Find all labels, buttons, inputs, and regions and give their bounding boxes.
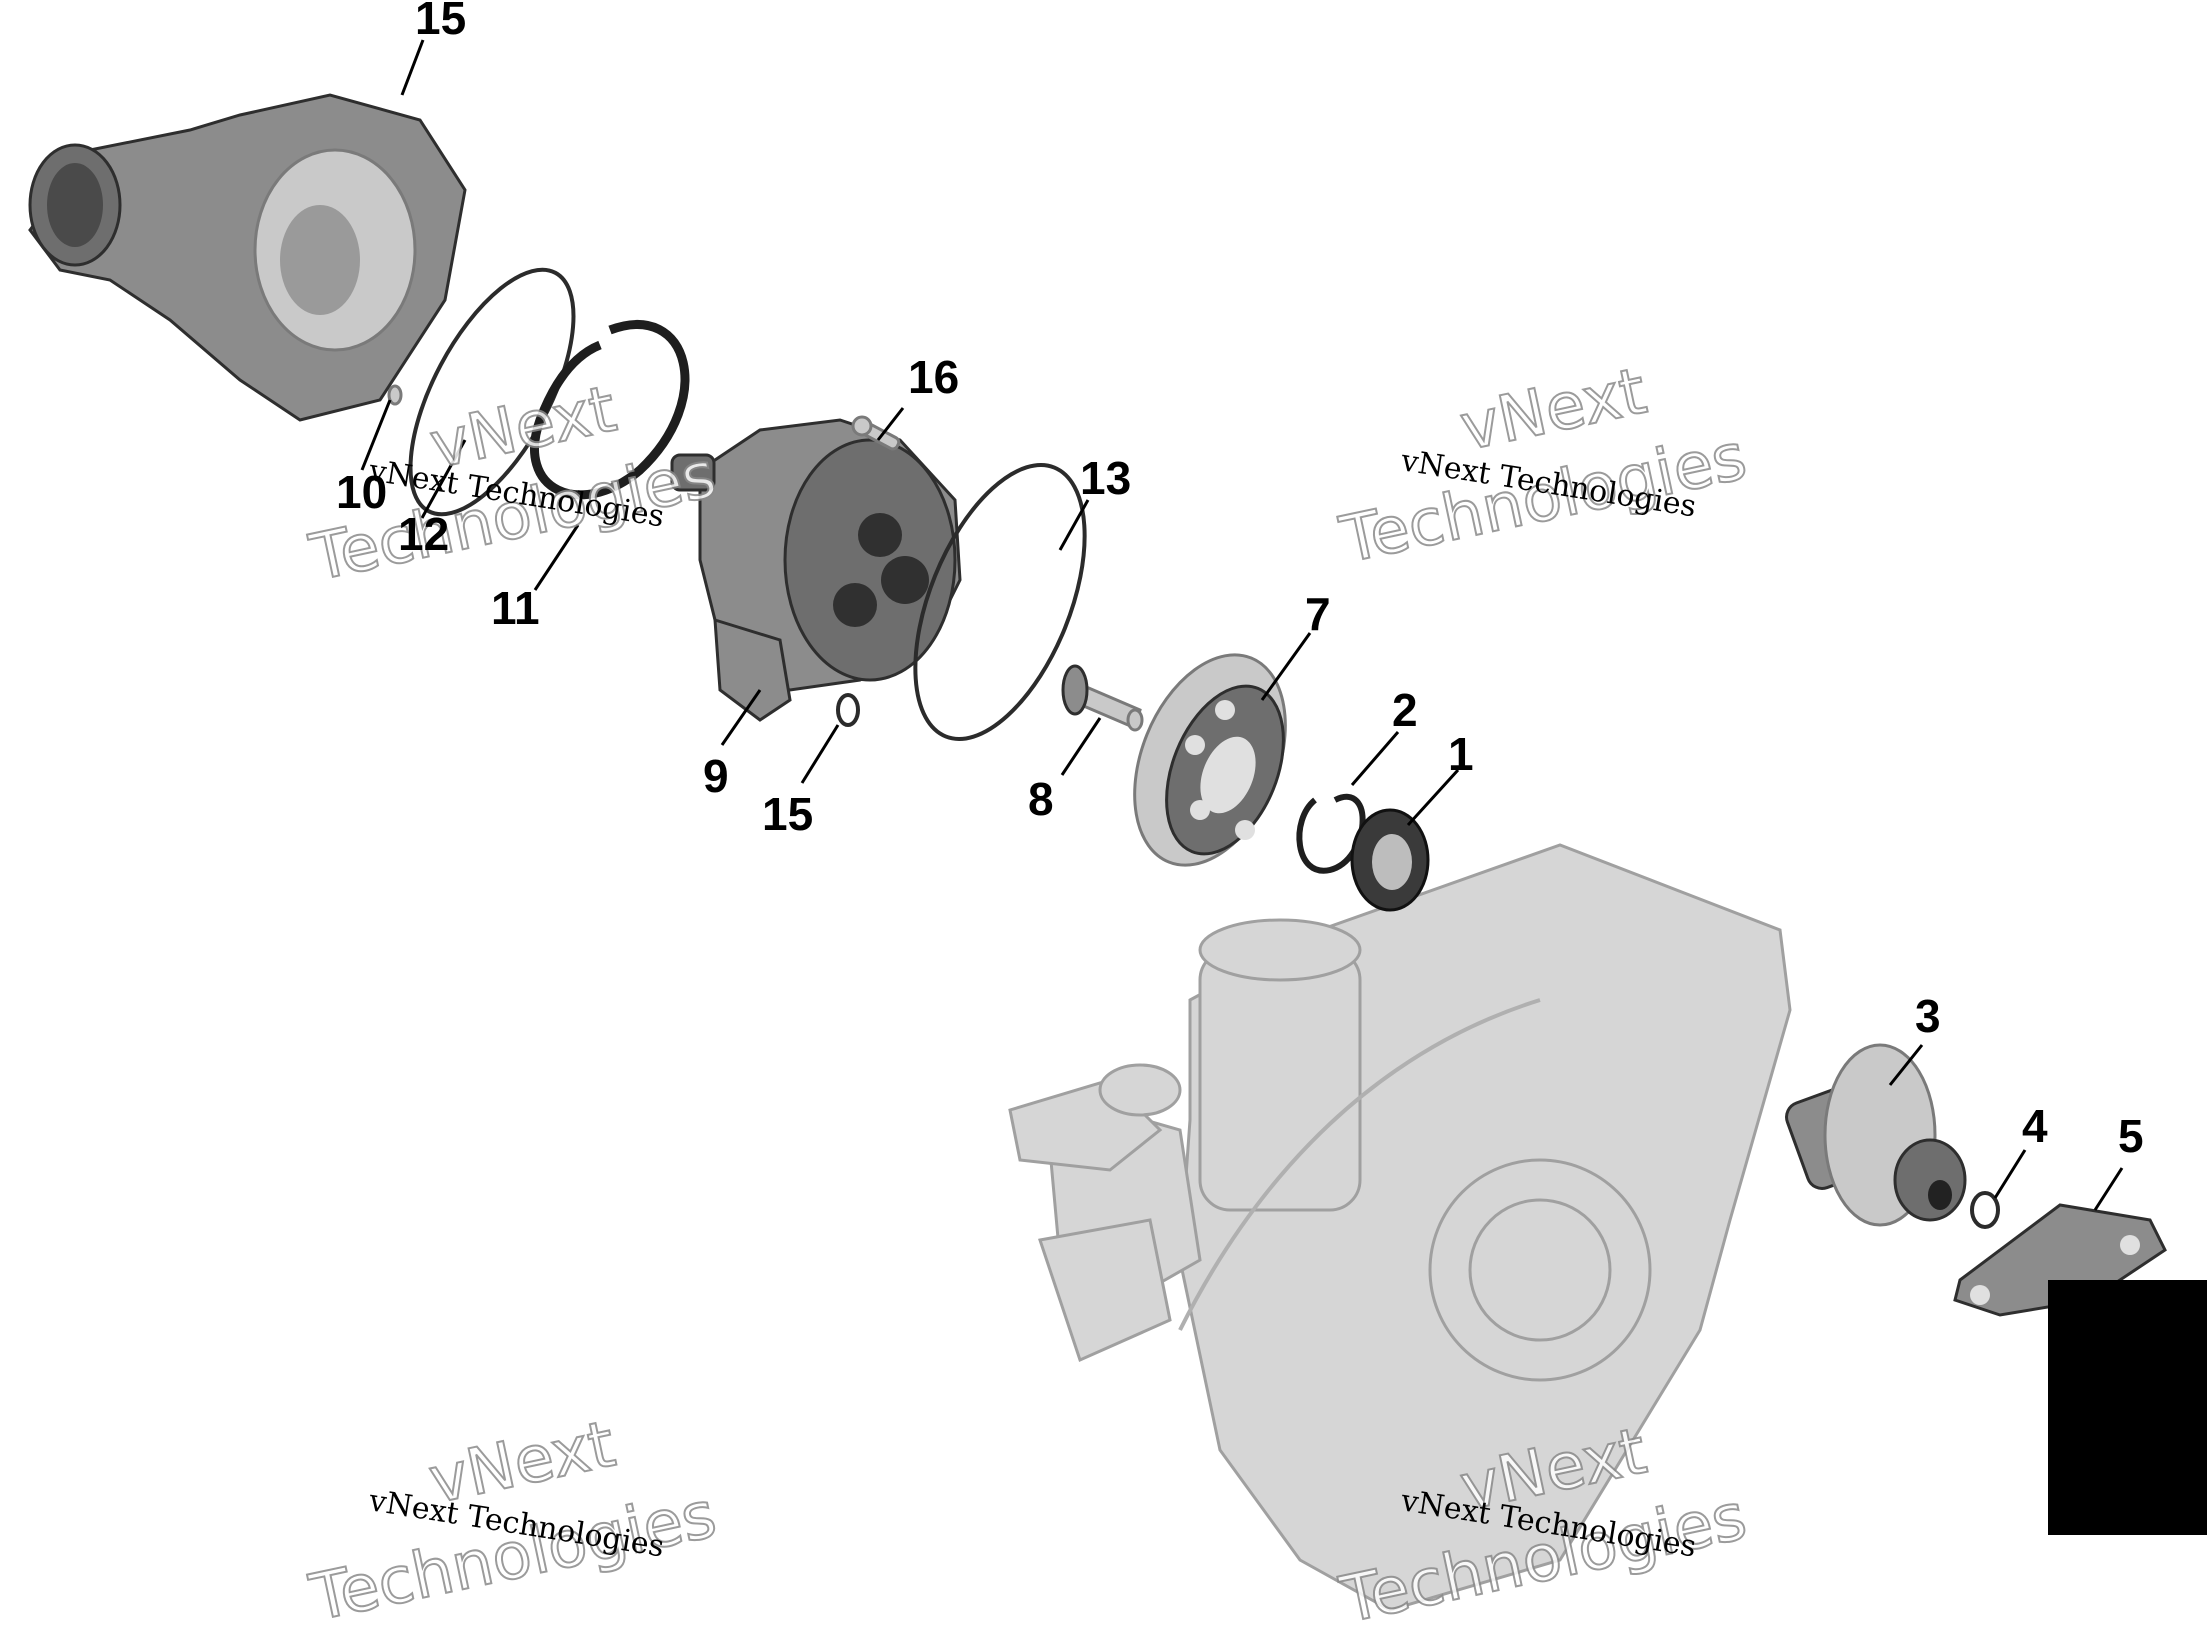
callout-9: 9	[703, 750, 729, 802]
callout-3: 3	[1915, 990, 1941, 1042]
part-9-pump-body	[670, 418, 962, 722]
part-15-o-ring	[836, 693, 860, 727]
callout-16: 16	[908, 351, 959, 403]
callout-10: 10	[336, 466, 387, 518]
leader-lines	[360, 39, 2124, 1211]
part-10-pin	[387, 384, 403, 406]
callout-11: 11	[491, 582, 540, 634]
part-8-shaft	[1061, 664, 1144, 732]
part-13-pump-housing	[28, 93, 467, 422]
part-7-gear	[1133, 653, 1287, 867]
part-2-snap-ring	[1296, 794, 1366, 874]
callout-8: 8	[1028, 773, 1054, 825]
part-14-o-ring	[913, 463, 1087, 741]
callout-labels: 15 10 12 11 16 13 9 15 8 7 2 1 3 4 5	[336, 0, 2144, 1162]
callout-15: 15	[762, 788, 813, 840]
callout-1: 1	[1448, 728, 1474, 780]
corner-black-block	[2048, 1280, 2207, 1535]
callout-5: 5	[2118, 1110, 2144, 1162]
part-11-circlip	[530, 320, 690, 500]
part-5-cover	[1953, 1203, 2167, 1317]
part-1-bearing	[1350, 808, 1430, 912]
callout-4: 4	[2022, 1100, 2048, 1152]
callout-7: 7	[1305, 588, 1331, 640]
part-4-o-ring	[1970, 1191, 2000, 1229]
part-3-gear-shaft	[1785, 1043, 1967, 1227]
callout-13: 15	[415, 0, 466, 44]
engine-crankcase	[1008, 843, 1792, 1612]
callout-12: 12	[398, 508, 449, 560]
callout-14: 13	[1080, 452, 1131, 504]
callout-2: 2	[1392, 684, 1418, 736]
